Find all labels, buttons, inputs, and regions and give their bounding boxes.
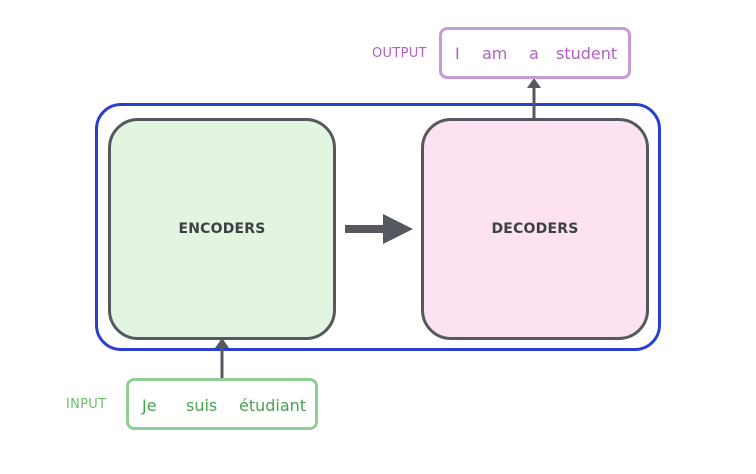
decoders-label: DECODERS xyxy=(491,221,579,237)
input-label: INPUT xyxy=(66,397,107,412)
decoders-block: DECODERS xyxy=(421,118,649,340)
encoders-block: ENCODERS xyxy=(108,118,336,340)
output-token: am xyxy=(482,44,508,63)
transformer-container xyxy=(95,103,661,351)
output-token: a xyxy=(529,44,539,63)
input-token: suis xyxy=(186,396,218,415)
output-token: I xyxy=(455,44,460,63)
encoder-to-decoder-arrow xyxy=(345,214,413,244)
input-token: Je xyxy=(142,396,157,415)
input-to-encoders-arrow xyxy=(215,338,229,378)
input-sequence-box xyxy=(126,378,318,430)
decoders-to-output-arrow xyxy=(527,78,541,120)
output-sequence-box xyxy=(439,27,631,79)
output-token: student xyxy=(556,44,618,63)
output-label: OUTPUT xyxy=(372,46,427,61)
input-token: étudiant xyxy=(239,396,307,415)
encoders-label: ENCODERS xyxy=(178,221,266,237)
